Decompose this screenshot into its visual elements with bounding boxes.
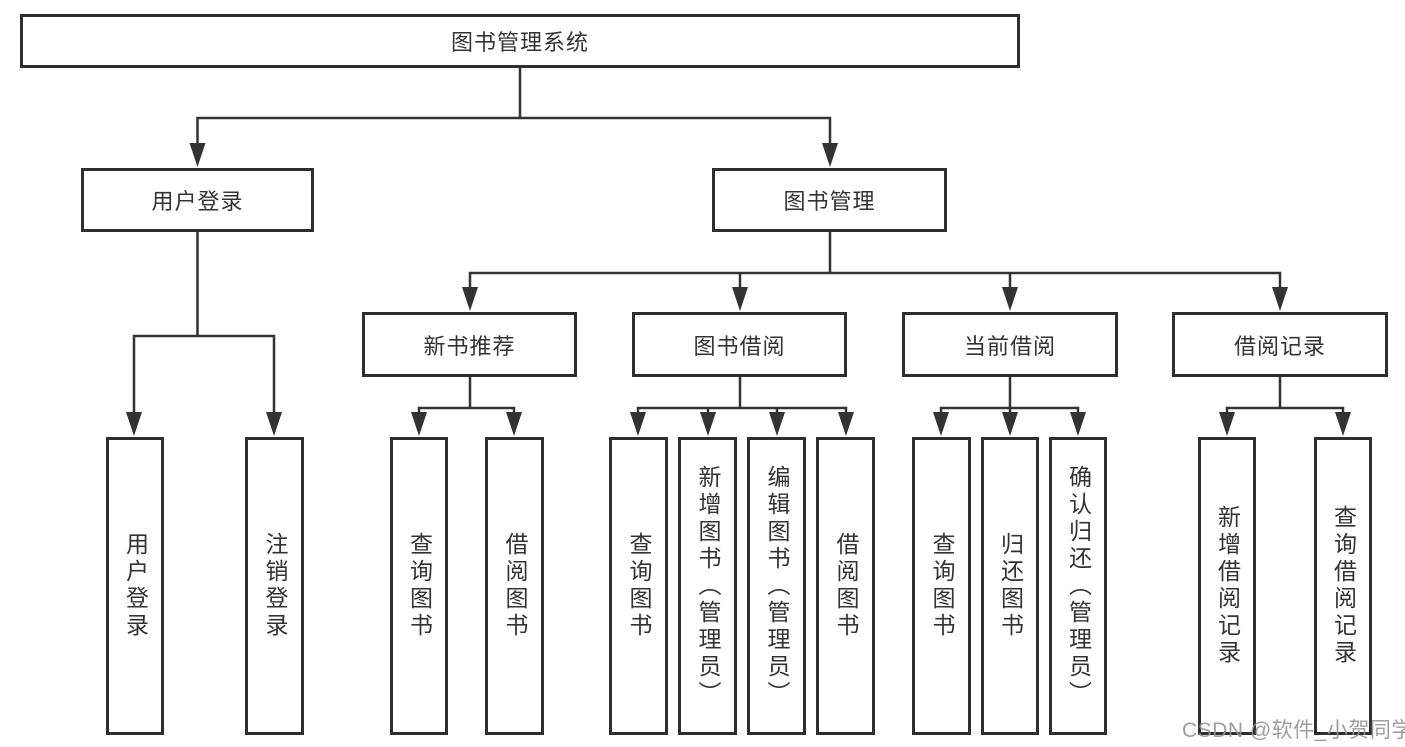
node-book-borrow: 图书借阅 <box>632 312 847 377</box>
watermark: CSDN @软件_小贺同学 <box>1182 719 1405 742</box>
leaf-borrow-books-recommend: 借阅图书 <box>485 437 544 735</box>
leaf-query-books-borrow: 查询图书 <box>609 437 668 735</box>
leaf-edit-book-admin: 编辑图书（管理员） <box>747 437 806 735</box>
leaf-query-books-current: 查询图书 <box>912 437 971 735</box>
node-root-library-system: 图书管理系统 <box>20 14 1020 68</box>
node-new-book-recommend: 新书推荐 <box>362 312 577 377</box>
node-user-login: 用户登录 <box>81 168 314 232</box>
node-book-management: 图书管理 <box>712 168 947 232</box>
leaf-return-book: 归还图书 <box>981 437 1039 735</box>
node-current-borrow: 当前借阅 <box>902 312 1118 377</box>
leaf-add-book-admin: 新增图书（管理员） <box>678 437 737 735</box>
leaf-add-borrow-record: 新增借阅记录 <box>1198 437 1256 735</box>
leaf-user-login: 用户登录 <box>106 437 164 735</box>
leaf-confirm-return-admin: 确认归还（管理员） <box>1049 437 1107 735</box>
leaf-borrow-books: 借阅图书 <box>816 437 875 735</box>
leaf-query-books-recommend: 查询图书 <box>390 437 448 735</box>
leaf-logout: 注销登录 <box>245 437 304 735</box>
leaf-query-borrow-record: 查询借阅记录 <box>1314 437 1372 735</box>
node-borrow-records: 借阅记录 <box>1172 312 1388 377</box>
